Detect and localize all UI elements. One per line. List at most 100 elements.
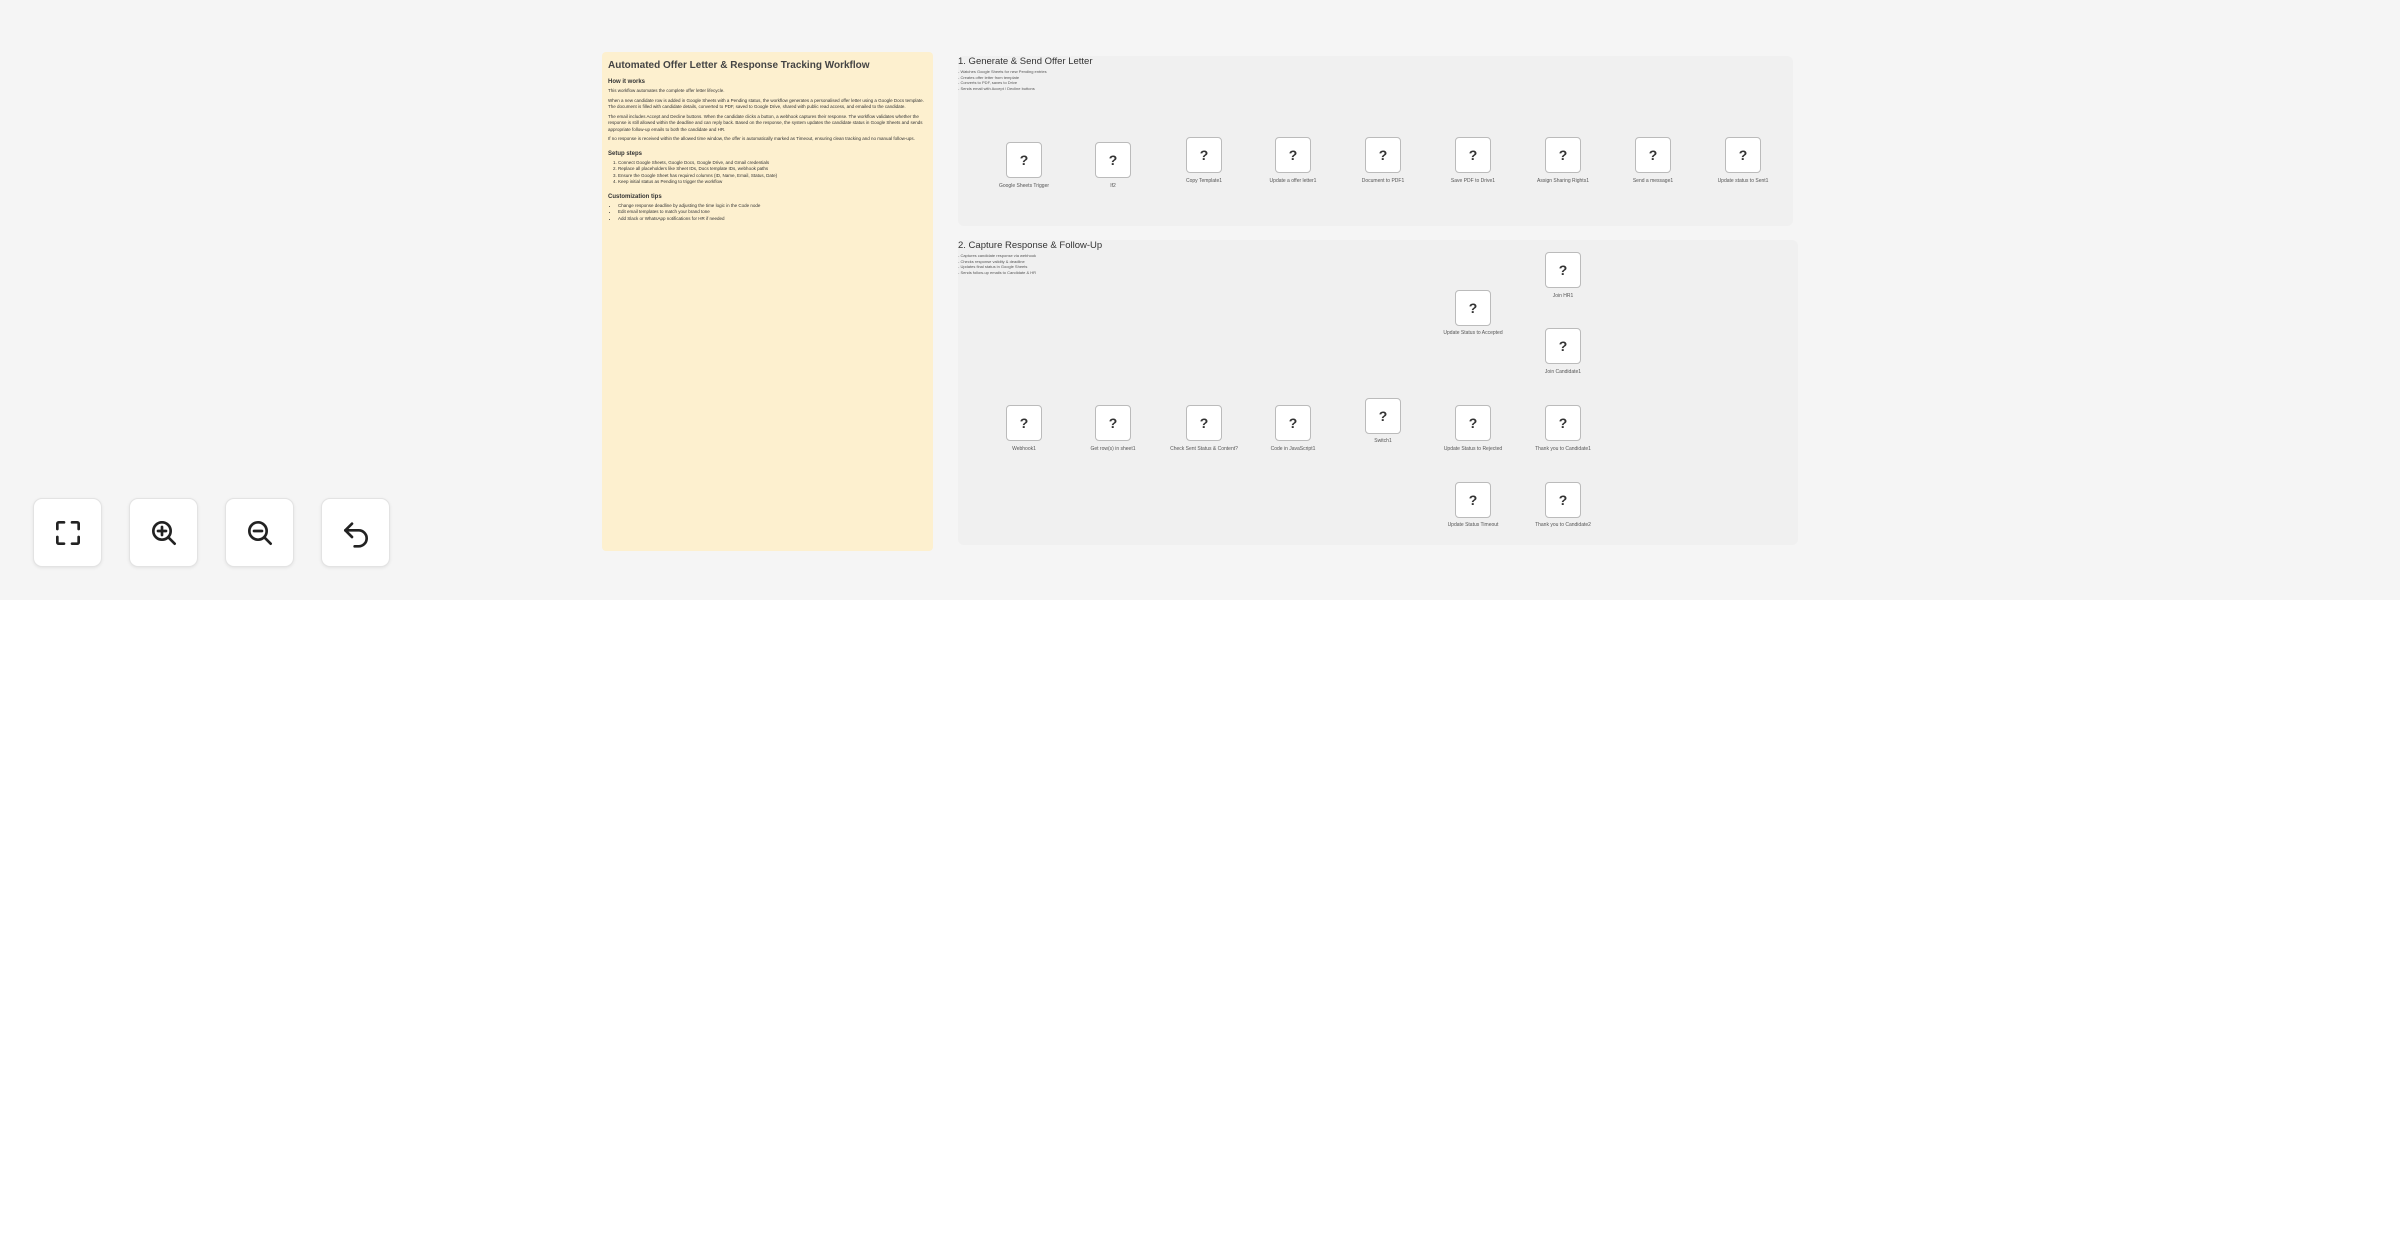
- section-description: - Captures candidate response via webhoo…: [958, 253, 1036, 275]
- node-label: Google Sheets Trigger: [998, 183, 1050, 189]
- section-title: 1. Generate & Send Offer Letter: [958, 56, 1093, 67]
- zoom-out-icon: [247, 520, 272, 545]
- unknown-node-icon: ?: [1648, 147, 1658, 163]
- unknown-node-icon: ?: [1378, 408, 1388, 424]
- node-label: Update Status Timeout: [1447, 522, 1499, 528]
- node-label: Check Sent Status & Content?: [1170, 446, 1238, 452]
- custom-tip: Change response deadline by adjusting th…: [618, 203, 927, 210]
- node-label: Webhook1: [1012, 446, 1036, 452]
- unknown-node-icon: ?: [1468, 492, 1478, 508]
- unknown-node-icon: ?: [1468, 300, 1478, 316]
- sticky-note[interactable]: Automated Offer Letter & Response Tracki…: [602, 52, 933, 551]
- node-label: Send a message1: [1632, 178, 1674, 184]
- section-title: 2. Capture Response & Follow-Up: [958, 240, 1103, 251]
- unknown-node-icon: ?: [1558, 262, 1568, 278]
- sticky-para: If no response is received within the al…: [608, 136, 915, 141]
- fit-view-button[interactable]: [33, 498, 102, 567]
- node-google-sheets-trigger[interactable]: ?: [1006, 142, 1042, 178]
- canvas-controls: [33, 498, 390, 567]
- desc-line: - Creates offer letter from template: [958, 74, 1020, 80]
- desc-line: - Converts to PDF, saves to Drive: [958, 80, 1018, 85]
- node-code-javascript[interactable]: ?: [1275, 405, 1311, 441]
- node-label: Thank you to Candidate2: [1535, 522, 1591, 528]
- node-document-to-pdf[interactable]: ?: [1365, 137, 1401, 173]
- node-update-status-sent[interactable]: ?: [1725, 137, 1761, 173]
- desc-line: - Updates final status in Google Sheets: [958, 264, 1028, 269]
- node-send-message[interactable]: ?: [1635, 137, 1671, 173]
- node-get-rows[interactable]: ?: [1095, 405, 1131, 441]
- unknown-node-icon: ?: [1468, 147, 1478, 163]
- desc-line: - Checks response validity & deadline: [958, 258, 1025, 264]
- workflow-canvas[interactable]: Automated Offer Letter & Response Tracki…: [0, 0, 2400, 600]
- node-label: Update a offer letter1: [1269, 178, 1317, 184]
- node-copy-template[interactable]: ?: [1186, 137, 1222, 173]
- setup-step: Keep initial status as Pending to trigge…: [618, 179, 927, 186]
- node-thank-you-candidate-1[interactable]: ?: [1545, 405, 1581, 441]
- unknown-node-icon: ?: [1199, 415, 1209, 431]
- section-capture-response[interactable]: 2. Capture Response & Follow-Up - Captur…: [958, 240, 1798, 545]
- unknown-node-icon: ?: [1019, 152, 1029, 168]
- desc-line: - Sends email with Accept / Decline butt…: [958, 85, 1035, 91]
- custom-tip: Add Slack or WhatsApp notifications for …: [618, 216, 927, 223]
- undo-button[interactable]: [321, 498, 390, 567]
- custom-tip: Edit email templates to match your brand…: [618, 209, 927, 216]
- unknown-node-icon: ?: [1108, 415, 1118, 431]
- setup-steps: Connect Google Sheets, Google Docs, Goog…: [608, 160, 927, 186]
- node-label: Switch1: [1374, 438, 1392, 444]
- unknown-node-icon: ?: [1738, 147, 1748, 163]
- node-join-candidate[interactable]: ?: [1545, 328, 1581, 364]
- unknown-node-icon: ?: [1558, 492, 1568, 508]
- desc-line: - Sends follow-up emails to Candidate & …: [958, 269, 1037, 275]
- node-label: Update Status to Accepted: [1443, 330, 1503, 336]
- zoom-in-icon: [151, 520, 176, 545]
- unknown-node-icon: ?: [1108, 152, 1118, 168]
- unknown-node-icon: ?: [1019, 415, 1029, 431]
- node-switch[interactable]: ?: [1365, 398, 1401, 434]
- node-label: If2: [1110, 183, 1116, 189]
- node-label: Copy Template1: [1185, 178, 1223, 184]
- unknown-node-icon: ?: [1288, 147, 1298, 163]
- node-label: Code in JavaScript1: [1270, 446, 1316, 452]
- custom-heading: Customization tips: [608, 193, 662, 200]
- node-label: Assign Sharing Rights1: [1537, 178, 1589, 184]
- node-assign-sharing-rights[interactable]: ?: [1545, 137, 1581, 173]
- node-update-status-accepted[interactable]: ?: [1455, 290, 1491, 326]
- node-join-hr[interactable]: ?: [1545, 252, 1581, 288]
- desc-line: - Captures candidate response via webhoo…: [958, 253, 1037, 258]
- sticky-para: This workflow automates the complete off…: [608, 88, 725, 93]
- node-webhook[interactable]: ?: [1006, 405, 1042, 441]
- unknown-node-icon: ?: [1378, 147, 1388, 163]
- node-update-status-rejected[interactable]: ?: [1455, 405, 1491, 441]
- undo-icon: [343, 521, 368, 548]
- node-save-pdf-to-drive[interactable]: ?: [1455, 137, 1491, 173]
- zoom-in-button[interactable]: [129, 498, 198, 567]
- node-if2[interactable]: ?: [1095, 142, 1131, 178]
- sticky-title: Automated Offer Letter & Response Tracki…: [608, 60, 870, 71]
- fullscreen-icon: [55, 520, 80, 545]
- node-label: Document to PDF1: [1361, 178, 1405, 184]
- node-thank-you-candidate-2[interactable]: ?: [1545, 482, 1581, 518]
- custom-tips: Change response deadline by adjusting th…: [608, 203, 927, 223]
- unknown-node-icon: ?: [1558, 415, 1568, 431]
- zoom-out-button[interactable]: [225, 498, 294, 567]
- unknown-node-icon: ?: [1468, 415, 1478, 431]
- sticky-para: When a new candidate row is added in Goo…: [608, 97, 924, 110]
- how-heading: How it works: [608, 79, 646, 85]
- unknown-node-icon: ?: [1558, 338, 1568, 354]
- node-label: Update Status to Rejected: [1443, 446, 1503, 452]
- node-label: Join Candidate1: [1544, 369, 1582, 375]
- node-update-status-timeout[interactable]: ?: [1455, 482, 1491, 518]
- unknown-node-icon: ?: [1199, 147, 1209, 163]
- node-label: Update status to Sent1: [1717, 178, 1769, 184]
- node-check-sent-status[interactable]: ?: [1186, 405, 1222, 441]
- node-update-offer-letter[interactable]: ?: [1275, 137, 1311, 173]
- node-label: Get row(s) in sheet1: [1090, 446, 1136, 452]
- sticky-para: The email includes Accept and Decline bu…: [608, 113, 923, 132]
- setup-step: Connect Google Sheets, Google Docs, Goog…: [618, 160, 927, 167]
- setup-step: Ensure the Google Sheet has required col…: [618, 173, 927, 180]
- desc-line: - Watches Google Sheets for new Pending …: [958, 69, 1047, 74]
- node-label: Thank you to Candidate1: [1535, 446, 1591, 452]
- node-label: Save PDF to Drive1: [1450, 178, 1496, 184]
- node-label: Join HR1: [1552, 293, 1574, 299]
- section-description: - Watches Google Sheets for new Pending …: [958, 69, 1047, 91]
